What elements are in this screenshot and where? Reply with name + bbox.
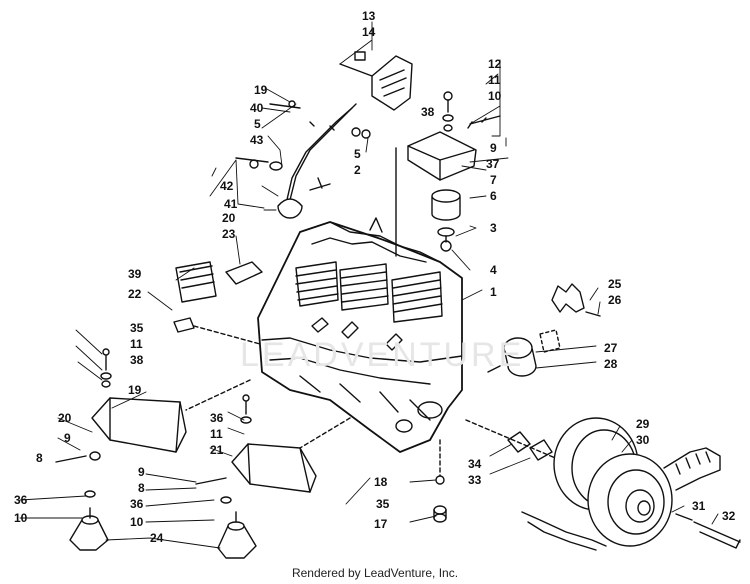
callout-12: 12	[488, 57, 502, 71]
callout-17: 17	[374, 517, 388, 531]
spacers	[465, 419, 561, 461]
callout-20b: 21	[210, 443, 224, 457]
callout-7: 7	[490, 173, 497, 187]
callout-15: 19	[254, 83, 268, 97]
footer-credit: Rendered by LeadVenture, Inc.	[291, 566, 459, 580]
callout-10b: 10	[130, 515, 144, 529]
callout-13: 13	[362, 9, 376, 23]
callout-31: 32	[722, 509, 736, 523]
callout-38a: 38	[421, 105, 435, 119]
callout-14: 14	[362, 25, 376, 39]
callout-8a: 8	[36, 451, 43, 465]
callout-8b: 8	[138, 481, 145, 495]
leader-lines	[19, 21, 719, 549]
callout-9b: 9	[64, 431, 71, 445]
engine-block	[257, 217, 463, 453]
callout-21: 22	[128, 287, 142, 301]
decals	[173, 261, 263, 345]
callout-16: 20	[222, 211, 236, 225]
callout-28: 29	[636, 417, 650, 431]
callout-34: 35	[376, 497, 390, 511]
callout-11b: 11	[130, 337, 143, 351]
callout-10c: 10	[14, 511, 28, 525]
callout-11a: 11	[488, 73, 501, 87]
callout-30: 31	[692, 499, 706, 513]
stud-nut	[433, 439, 447, 523]
callout-42: 42	[220, 179, 234, 193]
callout-11c: 11	[210, 427, 223, 441]
callout-23: 24	[150, 531, 164, 545]
callout-3: 3	[490, 221, 497, 235]
callout-41: 41	[224, 197, 238, 211]
callout-5b: 5	[354, 147, 361, 161]
mount-feet	[69, 490, 257, 559]
callout-10a: 10	[488, 89, 502, 103]
callout-32: 33	[468, 473, 482, 487]
left-mount-bracket	[55, 348, 251, 463]
callout-40: 40	[250, 101, 264, 115]
starter-parts	[487, 283, 601, 377]
callout-20a: 20	[58, 411, 72, 425]
callout-6: 6	[490, 189, 497, 203]
callout-4: 4	[490, 263, 497, 277]
lower-mount-bracket	[195, 394, 351, 493]
callout-24: 25	[608, 277, 622, 291]
callout-19: 19	[128, 383, 142, 397]
callout-39: 39	[128, 267, 142, 281]
callout-25: 26	[608, 293, 622, 307]
callout-2: 2	[354, 163, 361, 177]
callout-5a: 5	[254, 117, 261, 131]
watermark: LEADVENTURE	[240, 336, 525, 374]
callout-35b: 36	[210, 411, 224, 425]
callout-26: 27	[604, 341, 618, 355]
callout-9a: 9	[490, 141, 497, 155]
callout-36a: 36	[14, 493, 28, 507]
callout-38b: 38	[130, 353, 144, 367]
callout-43: 43	[250, 133, 264, 147]
callout-1: 1	[490, 285, 497, 299]
cable-assembly	[235, 51, 413, 219]
callout-18: 18	[374, 475, 388, 489]
callout-36b: 36	[130, 497, 144, 511]
callout-35a: 35	[130, 321, 144, 335]
callout-9c: 9	[138, 465, 145, 479]
callout-27: 28	[604, 357, 618, 371]
callout-33: 34	[468, 457, 482, 471]
callout-37: 37	[486, 157, 500, 171]
engine-mount-bracket	[395, 91, 501, 257]
callout-29: 30	[636, 433, 650, 447]
callout-22: 23	[222, 227, 236, 241]
drive-clutch	[521, 417, 741, 551]
